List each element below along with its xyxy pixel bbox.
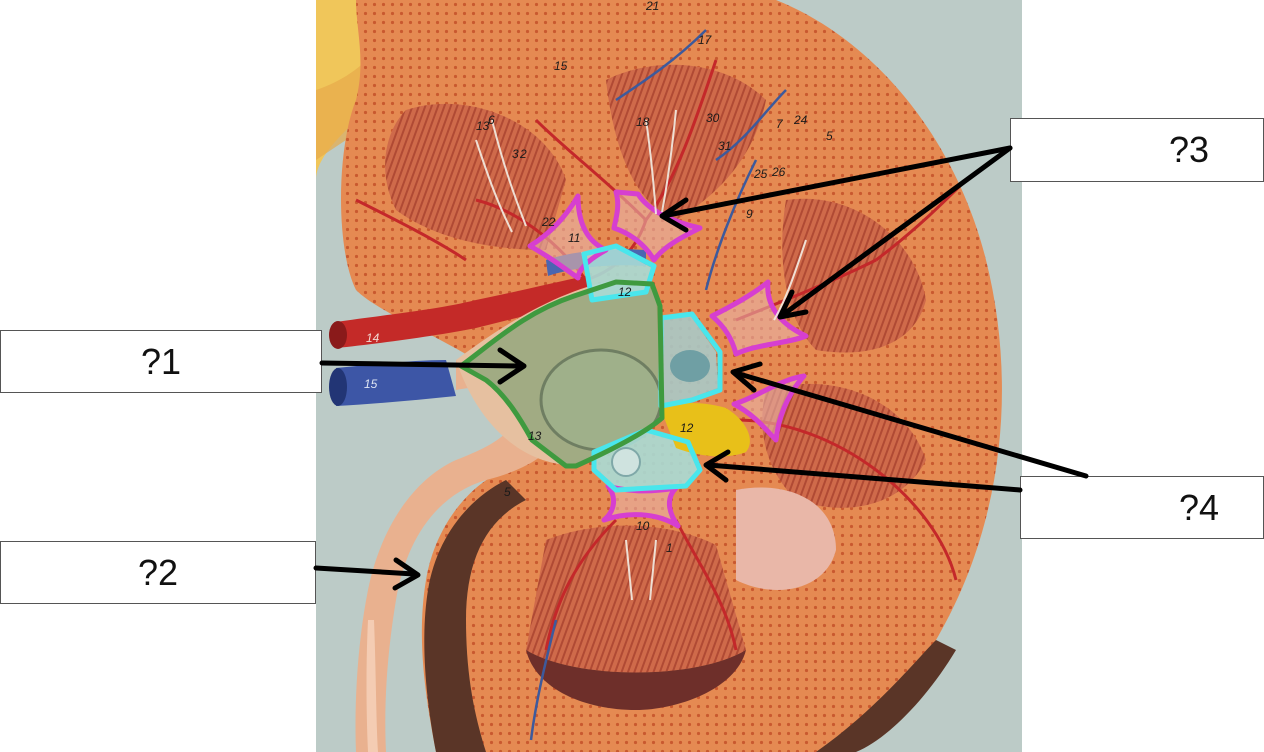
model-number: 5: [504, 485, 511, 499]
model-number: 12: [680, 421, 694, 435]
model-number: 17: [698, 33, 713, 47]
model-number: 1: [666, 541, 673, 555]
label-q1-text: ?1: [140, 340, 182, 382]
label-box-2: ?2: [0, 541, 316, 604]
arrow-q4-upper: [733, 370, 1089, 479]
model-number: 3: [512, 147, 519, 161]
model-number: 2: [519, 147, 527, 161]
label-q4-text: ?4: [1178, 486, 1219, 528]
model-number: 15: [554, 59, 568, 73]
model-number: 5: [826, 129, 833, 143]
arrow-q4-upper-head: [730, 361, 763, 393]
label-box-4: ?4: [1020, 476, 1264, 539]
arrow-q3-lower: [781, 145, 1013, 317]
arrow-q3-lower-head: [777, 289, 809, 320]
arrow-q2-head: [392, 557, 421, 591]
model-number: 30: [706, 111, 720, 125]
arrow-q2: [313, 565, 417, 577]
label-q3-text: ?3: [1168, 129, 1209, 170]
arrow-q3-upper-head: [659, 197, 689, 233]
model-number: 10: [636, 519, 650, 533]
arrow-q4-lower-head: [703, 449, 731, 483]
model-number: 14: [366, 331, 380, 345]
model-number: 25: [753, 167, 768, 181]
model-number: 6: [488, 113, 495, 127]
model-number: 9: [746, 207, 753, 221]
arrow-q1-head: [497, 347, 527, 385]
model-number: 22: [541, 215, 556, 229]
model-number: 26: [771, 165, 786, 179]
model-number: 15: [364, 377, 378, 391]
model-number: 31: [718, 139, 731, 153]
label-q2-text: ?2: [137, 551, 179, 593]
arrow-q3-upper: [665, 145, 1013, 218]
label-box-3: ?3: [1010, 118, 1264, 182]
arrow-q1: [319, 360, 523, 369]
arrow-q4-lower: [705, 462, 1023, 493]
model-number: 11: [568, 231, 580, 245]
model-number: 13: [528, 429, 542, 443]
model-number: 21: [645, 0, 659, 13]
model-number: 24: [793, 113, 808, 127]
model-number: 18: [636, 115, 650, 129]
kidney-model-drawing: 13 6 3 2 15 21 17 18 30 31 7 24 5 25 26 …: [316, 0, 1022, 752]
model-number: 12: [618, 285, 632, 299]
model-number: 13: [476, 119, 490, 133]
kidney-model-photo: 13 6 3 2 15 21 17 18 30 31 7 24 5 25 26 …: [316, 0, 1022, 752]
model-number: 7: [776, 117, 784, 131]
